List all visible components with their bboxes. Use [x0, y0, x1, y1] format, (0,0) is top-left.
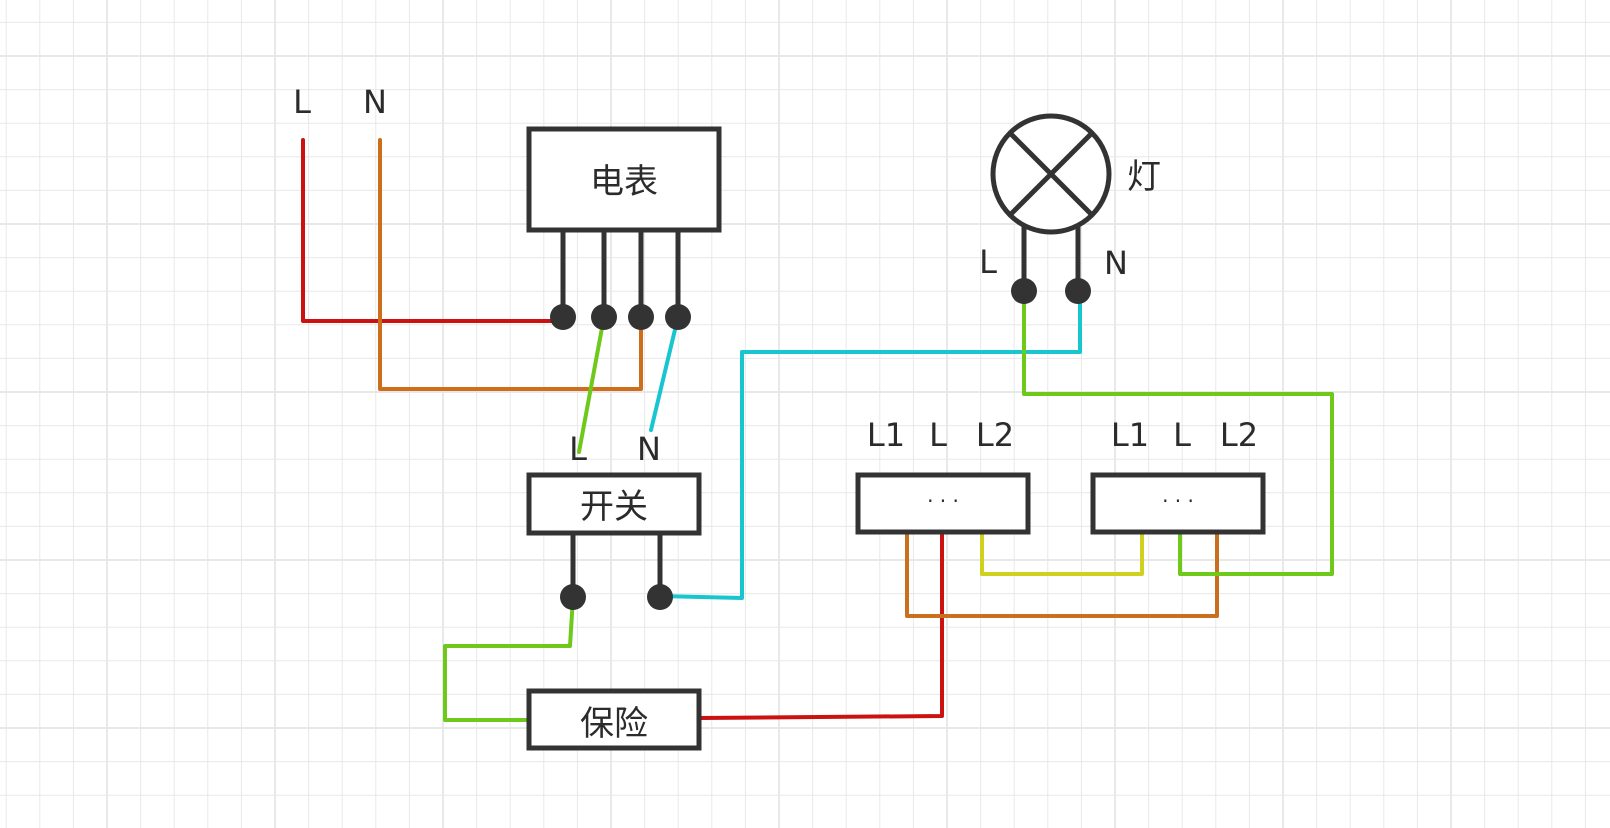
wire-meter-to-switch-n	[649, 315, 680, 432]
main-switch: L N 开关	[526, 430, 702, 610]
meter-terminal	[665, 304, 691, 330]
lamp-label: 灯	[1127, 157, 1161, 197]
switch-left-box	[855, 472, 1031, 535]
switch-left-l1-label: L1	[867, 416, 905, 454]
switch-right-l2-label: L2	[1220, 416, 1258, 454]
wires	[301, 138, 1334, 722]
lamp: 灯 L N	[979, 113, 1161, 304]
meter-label: 电表	[590, 162, 658, 202]
meter-terminal	[591, 304, 617, 330]
fuse-label: 保险	[580, 704, 648, 744]
wire-traveler-l2	[980, 528, 1144, 576]
wire-fuse-to-switch-l	[698, 530, 944, 720]
wire-lamp-l-return	[1022, 289, 1334, 576]
meter: 电表	[526, 126, 722, 330]
switch-left-l-label: L	[929, 416, 947, 454]
lamp-terminal	[1065, 278, 1091, 304]
two-way-switch-left: L1 L L2 · · ·	[855, 416, 1031, 535]
supply-l-label: L	[293, 83, 311, 121]
switch-l-label: L	[569, 430, 587, 468]
switch-box	[526, 472, 702, 536]
switch-terminal	[560, 584, 586, 610]
wire-switch-to-lamp-n	[658, 289, 1082, 600]
switch-left-l2-label: L2	[976, 416, 1014, 454]
wire-switch-to-fuse	[443, 595, 575, 722]
wire-supply-l	[301, 138, 565, 323]
fuse: 保险	[526, 688, 702, 751]
switch-label: 开关	[580, 487, 648, 527]
switch-left-dots: · · ·	[927, 489, 959, 513]
wire-meter-to-switch-l	[577, 315, 606, 454]
switch-right-box	[1090, 472, 1266, 535]
meter-terminal	[550, 304, 576, 330]
switch-right-dots: · · ·	[1162, 489, 1194, 513]
wire-supply-n	[378, 138, 643, 391]
switch-n-label: N	[637, 430, 661, 468]
lamp-l-label: L	[979, 243, 997, 281]
fuse-box	[526, 688, 702, 751]
supply-n-label: N	[363, 83, 387, 121]
two-way-switch-right: L1 L L2 · · ·	[1090, 416, 1266, 535]
meter-box	[526, 126, 722, 233]
meter-terminal	[628, 304, 654, 330]
switch-terminal	[647, 584, 673, 610]
lamp-terminal	[1011, 278, 1037, 304]
switch-right-l1-label: L1	[1111, 416, 1149, 454]
lamp-n-label: N	[1104, 244, 1128, 282]
switch-right-l-label: L	[1173, 416, 1191, 454]
